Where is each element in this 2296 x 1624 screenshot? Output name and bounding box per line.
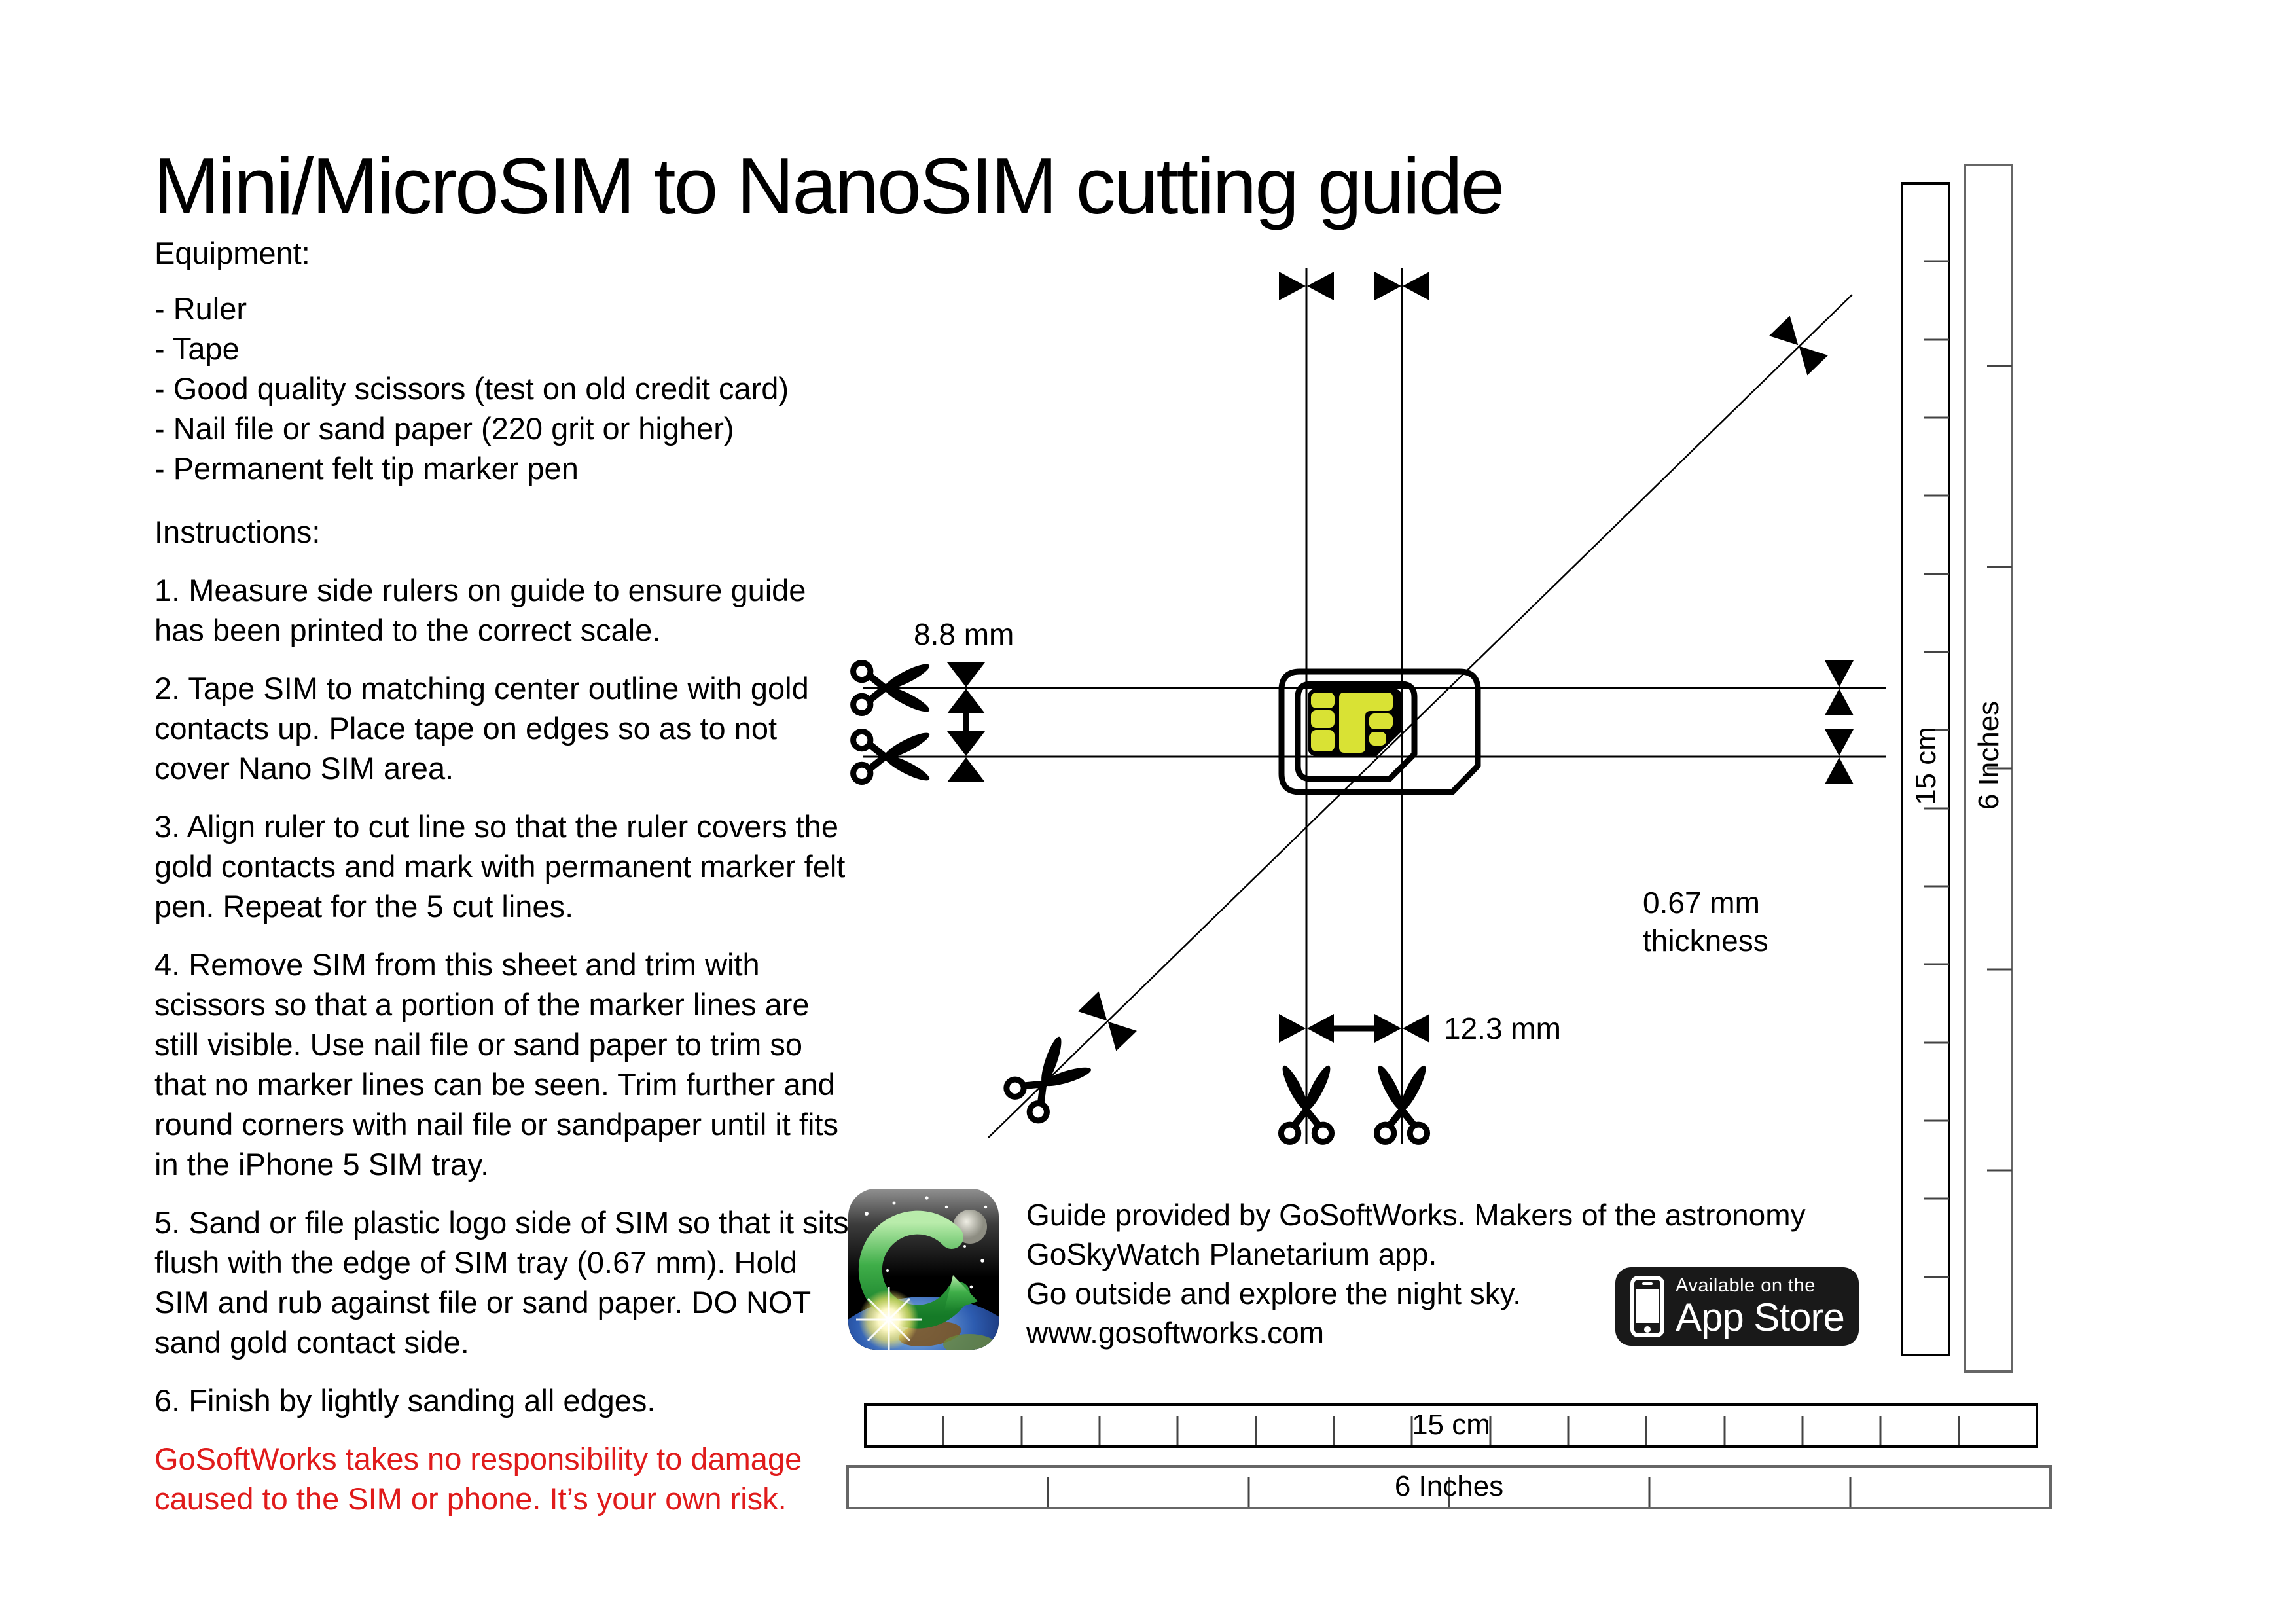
website-link: www.gosoftworks.com — [1026, 1316, 1325, 1350]
cut-lines — [863, 268, 1886, 1144]
ruler-cm-right — [1901, 182, 1950, 1356]
ruler-cm-bottom — [864, 1403, 2038, 1448]
iphone-icon — [1630, 1276, 1664, 1337]
credit-text: Guide provided by GoSoftWorks. Makers of… — [1026, 1195, 1806, 1352]
dimension-width-arrows — [947, 662, 985, 782]
ruler-cm-right-label: 15 cm — [1910, 727, 1942, 805]
badge-text: Available on the App Store — [1676, 1275, 1845, 1339]
sun-flare — [856, 1287, 922, 1350]
ruler-inch-right — [1964, 164, 2013, 1373]
credit-line: GoSkyWatch Planetarium app. — [1026, 1237, 1437, 1271]
dimension-length-arrows — [1279, 1014, 1429, 1043]
sim-outlines — [1278, 668, 1481, 795]
instruction-step-6: 6. Finish by lightly sanding all edges. — [154, 1383, 656, 1418]
equipment-item: - Nail file or sand paper (220 grit or h… — [154, 411, 734, 446]
equipment-item: - Tape — [154, 331, 240, 366]
instruction-step-4: 4. Remove SIM from this sheet and trim w… — [154, 947, 838, 1182]
equipment-item: - Ruler — [154, 291, 247, 326]
contact-pads — [1311, 693, 1393, 753]
sim-contacts — [1308, 689, 1402, 756]
mini-sim-outline — [1278, 668, 1481, 795]
equipment-item: - Permanent felt tip marker pen — [154, 451, 579, 486]
credit-line: Go outside and explore the night sky. — [1026, 1276, 1522, 1310]
ruler-inch-right-label: 6 Inches — [1973, 700, 2005, 810]
app-icon-art — [848, 1196, 999, 1350]
equipment-heading: Equipment: — [154, 236, 310, 270]
app-store-badge[interactable]: Available on the App Store — [1615, 1267, 1859, 1346]
ruler-cm-bottom-label: 15 cm — [1412, 1409, 1490, 1441]
page-title: Mini/MicroSIM to NanoSIM cutting guide — [153, 141, 1505, 230]
instruction-step-5: 5. Sand or file plastic logo side of SIM… — [154, 1205, 849, 1360]
instruction-step-3: 3. Align ruler to cut line so that the r… — [154, 809, 846, 924]
ruler-inch-bottom-label: 6 Inches — [1394, 1470, 1504, 1502]
goskywatch-app-icon — [848, 1189, 999, 1350]
equipment-item: - Good quality scissors (test on old cre… — [154, 371, 789, 406]
instruction-step-2: 2. Tape SIM to matching center outline w… — [154, 671, 809, 785]
instructions-column: Equipment: - Ruler - Tape - Good quality… — [154, 233, 860, 1519]
g-swoosh — [858, 1210, 978, 1329]
instructions-heading: Instructions: — [154, 514, 321, 549]
length-dimension-label: 12.3 mm — [1444, 1011, 1561, 1045]
credit-line: Guide provided by GoSoftWorks. Makers of… — [1026, 1198, 1806, 1232]
micro-sim-outline — [1295, 681, 1418, 782]
width-dimension-label: 8.8 mm — [914, 617, 1014, 651]
instruction-step-1: 1. Measure side rulers on guide to ensur… — [154, 573, 806, 647]
ruler-inch-bottom — [846, 1465, 2052, 1509]
disclaimer-text: GoSoftWorks takes no responsibility to d… — [154, 1441, 802, 1516]
thickness-label: 0.67 mm thickness — [1643, 886, 1768, 958]
